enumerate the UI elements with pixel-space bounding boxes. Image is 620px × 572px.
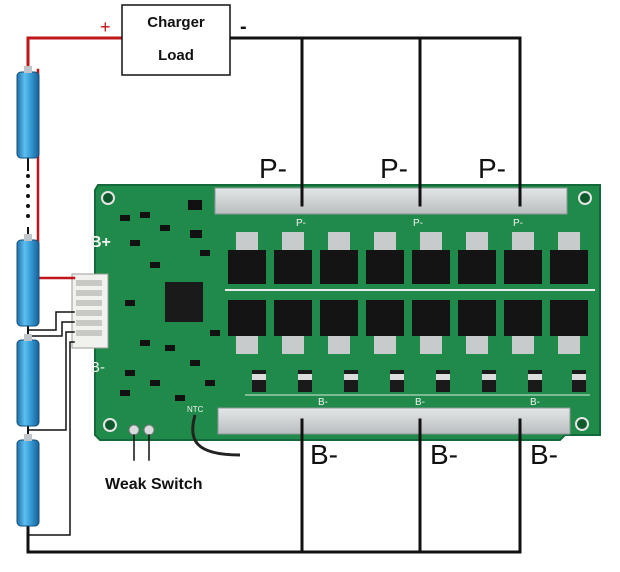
- mosfet-chip-icon: [504, 300, 542, 336]
- mosfet-chip-icon: [320, 250, 358, 284]
- mosfet-chip-icon: [504, 250, 542, 284]
- mosfet-chip-icon: [412, 250, 450, 284]
- minus-sign: -: [240, 16, 247, 38]
- charger-label: Charger: [147, 14, 205, 31]
- small-components: [120, 200, 220, 401]
- mosfet-chip-icon: [458, 300, 496, 336]
- control-ic: [165, 282, 203, 322]
- mosfet-chip-icon: [366, 300, 404, 336]
- weak-switch-pad: [128, 424, 140, 436]
- silk-ntc: NTC: [187, 405, 204, 414]
- charger-load-box: Charger Load: [121, 4, 231, 76]
- silk-pad-p-3: P-: [513, 218, 523, 229]
- positive-wire-board: [36, 68, 76, 280]
- ntc-probe-wire: [191, 414, 241, 457]
- b-minus-label-2: B-: [430, 439, 458, 470]
- p-minus-label-2: P-: [380, 153, 408, 184]
- battery-stack: [16, 66, 40, 527]
- battery-cell-icon: [16, 334, 40, 427]
- mosfet-chip-icon: [320, 300, 358, 336]
- silk-pad-b-2: B-: [415, 397, 425, 408]
- p-minus-label-1: P-: [259, 153, 287, 184]
- silk-pad-b-1: B-: [318, 397, 328, 408]
- mosfet-chip-icon: [228, 300, 266, 336]
- pcb-board: B+ B- NTC P- P- P- B- B- B-: [71, 184, 601, 457]
- mosfet-chip-icon: [550, 300, 588, 336]
- p-minus-label-3: P-: [478, 153, 506, 184]
- b-minus-label-1: B-: [310, 439, 338, 470]
- battery-cell-icon: [16, 434, 40, 527]
- silk-pad-p-1: P-: [296, 218, 306, 229]
- positive-wire: [26, 36, 124, 72]
- b-minus-label-3: B-: [530, 439, 558, 470]
- weak-switch-pad: [143, 424, 155, 436]
- mosfet-chip-icon: [458, 250, 496, 284]
- battery-cell-icon: [16, 234, 40, 327]
- mosfet-chip-icon: [274, 250, 312, 284]
- mosfet-chip-icon: [550, 250, 588, 284]
- b-pad-strip: [217, 407, 571, 435]
- load-label: Load: [158, 47, 194, 64]
- mosfet-row-top: [228, 250, 588, 284]
- mosfet-chip-icon: [228, 250, 266, 284]
- plus-sign: +: [100, 17, 111, 37]
- mosfet-chip-icon: [412, 300, 450, 336]
- shunt-resistors: [252, 370, 586, 392]
- silk-b-plus: B+: [90, 234, 111, 251]
- mosfet-chip-icon: [366, 250, 404, 284]
- weak-switch-label: Weak Switch: [105, 476, 203, 493]
- battery-cell-icon: [16, 66, 40, 159]
- p-pad-strip: [214, 187, 568, 215]
- mosfet-chip-icon: [274, 300, 312, 336]
- silk-pad-p-2: P-: [413, 218, 423, 229]
- silk-b-minus: B-: [90, 359, 105, 376]
- silk-pad-b-3: B-: [530, 397, 540, 408]
- mosfet-row-bottom: [228, 300, 588, 336]
